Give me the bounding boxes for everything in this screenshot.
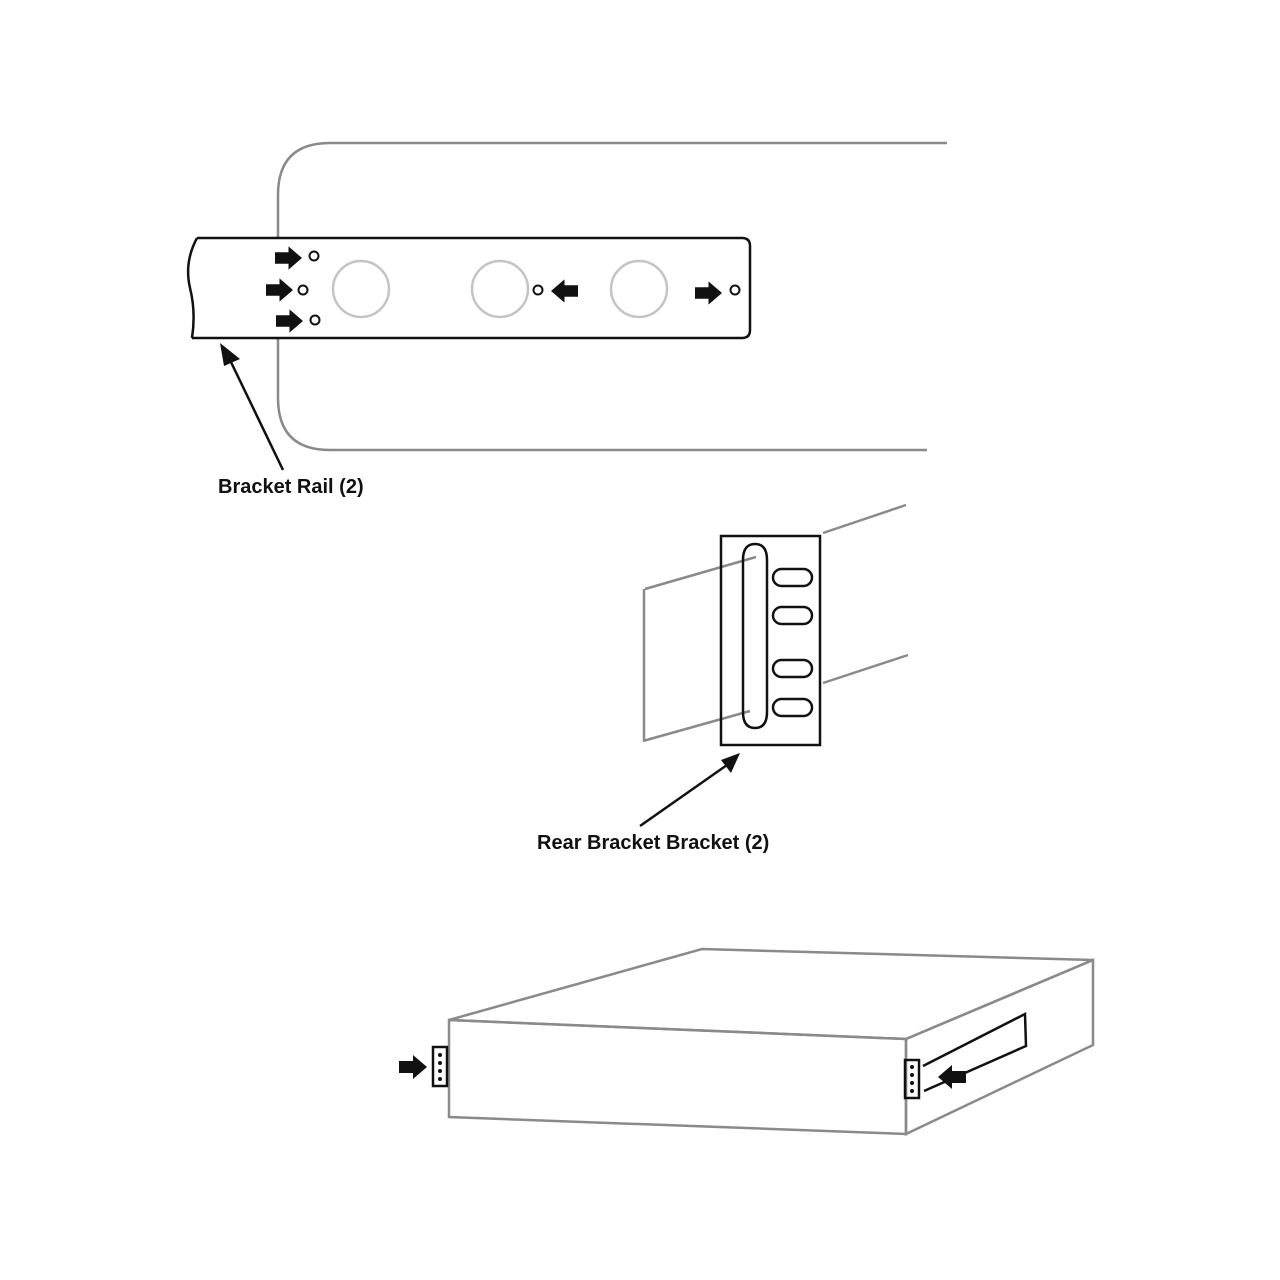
- bracket-slot: [771, 567, 814, 588]
- chassis-front: [447, 1018, 908, 1136]
- rear-bracket-flange: [719, 534, 822, 747]
- rear-bracket-label: Rear Bracket Bracket (2): [537, 832, 769, 854]
- screw-hole: [309, 314, 321, 326]
- right-arrow-icon: [695, 281, 722, 305]
- screw-hole: [297, 284, 309, 296]
- bracket-slot: [771, 658, 814, 679]
- ear-hole: [910, 1081, 914, 1085]
- rear-ear: [903, 1058, 921, 1100]
- bracket-rail-callout-arrowhead: [220, 343, 240, 366]
- chassis-top: [448, 947, 1094, 1041]
- bracket-rail: [192, 236, 752, 340]
- rail-hole-large: [609, 259, 669, 319]
- bracket-long-slot: [741, 542, 769, 730]
- rack-post-line: [822, 653, 909, 685]
- rear-bracket-assembly: Rear Bracket Bracket (2): [537, 503, 909, 854]
- ear-hole: [438, 1077, 442, 1081]
- ear-hole: [438, 1069, 442, 1073]
- rear-bracket-callout-line: [639, 763, 728, 828]
- rail-hole-large: [331, 259, 391, 319]
- rail-hole-large: [470, 259, 530, 319]
- side-rail-slot: [922, 1011, 1028, 1093]
- rack-post-line: [822, 503, 907, 535]
- ear-hole: [438, 1061, 442, 1065]
- device-side-outline: [276, 141, 947, 238]
- right-arrow-icon: [399, 1055, 427, 1079]
- bracket-rail-torn-end: [186, 237, 199, 339]
- front-ear: [431, 1045, 449, 1088]
- right-arrow-icon: [276, 309, 303, 333]
- ear-hole: [910, 1073, 914, 1077]
- left-arrow-icon: [938, 1065, 966, 1089]
- rear-bracket-callout-arrowhead: [721, 753, 740, 773]
- bracket-arm-edge: [644, 555, 757, 591]
- chassis-side: [904, 958, 1095, 1136]
- device-side-outline-lower: [276, 338, 927, 452]
- screw-hole: [532, 284, 544, 296]
- right-arrow-icon: [266, 278, 293, 302]
- bracket-rail-label: Bracket Rail (2): [218, 476, 364, 498]
- screw-hole: [729, 284, 741, 296]
- bracket-slot: [771, 605, 814, 626]
- ear-hole: [910, 1065, 914, 1069]
- ear-hole: [438, 1053, 442, 1057]
- bracket-rail-callout-line: [228, 359, 285, 471]
- right-arrow-icon: [275, 246, 302, 270]
- ear-hole: [910, 1089, 914, 1093]
- screw-hole: [308, 250, 320, 262]
- bracket-rail-assembly: Bracket Rail (2): [186, 141, 947, 498]
- left-arrow-icon: [551, 279, 578, 303]
- bracket-arm-edge: [642, 709, 751, 743]
- chassis-assembly: [399, 947, 1095, 1136]
- bracket-slot: [771, 697, 814, 718]
